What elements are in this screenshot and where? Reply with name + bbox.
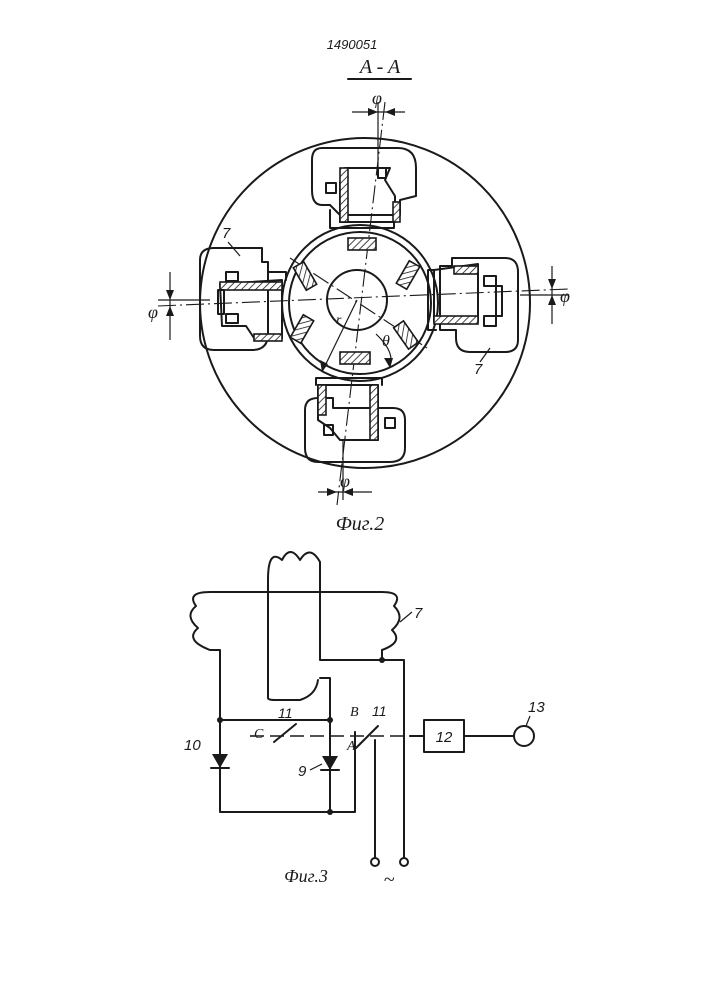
contact-11-label-left: 11 xyxy=(278,705,293,721)
figure-2: φ φ φ φ θ r 7 7 Фuг.2 xyxy=(148,88,570,535)
phi-label-bottom: φ xyxy=(340,471,350,491)
pole-left-neck xyxy=(268,272,286,280)
pole-bottom-hatch-right xyxy=(370,385,378,440)
coil-7-label: 7 xyxy=(414,605,423,622)
wire-right-diode xyxy=(330,720,355,812)
phi-label-top: φ xyxy=(372,88,382,108)
diode-10-label: 10 xyxy=(184,737,201,754)
pole-top-hatch-right xyxy=(393,202,400,222)
phi-label-left: φ xyxy=(148,302,158,322)
junction-top-right xyxy=(379,657,385,663)
pole-right-slot-side xyxy=(496,286,502,316)
section-label: A - A xyxy=(358,56,401,78)
pole-right-hatch-top xyxy=(454,266,478,274)
coil-top-winding xyxy=(268,552,320,590)
pole-bottom-slot-right xyxy=(385,418,395,428)
coil-7-leader xyxy=(400,612,412,622)
ring-insert-left-top xyxy=(293,262,316,291)
contact-c-label: C xyxy=(254,727,264,742)
pole-right-slot-top xyxy=(484,276,496,286)
diode-9-label: 9 xyxy=(298,763,307,780)
junction-left xyxy=(217,717,223,723)
wire-left-down xyxy=(210,650,330,720)
phi-label-right: φ xyxy=(560,286,570,306)
ring-insert-right-bottom xyxy=(394,321,419,349)
coil-right-winding xyxy=(382,592,400,650)
stator-housing xyxy=(200,138,530,468)
wire-right-to-supply xyxy=(382,660,404,858)
pole-right-slot-bottom xyxy=(484,316,496,326)
contact-b-label: B xyxy=(350,705,359,720)
ring-insert-top xyxy=(348,238,376,250)
figure-3: 12 13 ~ 7 11 11 C B A 10 9 Фuг.3 xyxy=(184,552,545,891)
contact-11-left xyxy=(274,724,296,742)
pole-left-hatch-top xyxy=(220,282,282,290)
ac-terminal-right xyxy=(400,858,408,866)
theta-label: θ xyxy=(382,333,390,350)
figure-3-caption: Фuг.3 xyxy=(284,866,328,886)
wire-coil-top-left-leg xyxy=(268,580,318,700)
coil-leader-right xyxy=(480,348,490,362)
wire-coil-top-right-leg xyxy=(320,590,382,660)
pole-top-hatch-left xyxy=(340,168,348,222)
coil-left-winding xyxy=(190,592,210,650)
pole-left-slot-bottom xyxy=(226,314,238,323)
junction-bottom xyxy=(327,809,333,815)
pole-right-hatch-bottom xyxy=(434,316,478,324)
contact-a-label: A xyxy=(346,739,356,754)
patent-number: 1490051 xyxy=(327,37,378,52)
pole-top-slot-left xyxy=(326,183,336,193)
pole-left-slot-top xyxy=(226,272,238,281)
lamp-13-leader xyxy=(526,716,530,726)
diode-10 xyxy=(212,754,228,768)
pole-bottom-hatch-left xyxy=(318,385,326,415)
ring-insert-bottom xyxy=(340,352,370,364)
ring-insert-right-top xyxy=(396,261,419,290)
ac-symbol: ~ xyxy=(384,869,395,891)
block-12-label: 12 xyxy=(436,729,453,746)
diode-9 xyxy=(322,756,338,770)
diode-9-leader xyxy=(310,764,322,770)
wire-right-junction xyxy=(320,678,330,720)
coil-label-left: 7 xyxy=(222,225,231,242)
indicator-lamp-13 xyxy=(514,726,534,746)
wire-left-diode xyxy=(220,720,330,812)
figure-2-caption: Фuг.2 xyxy=(336,513,385,535)
junction-mid xyxy=(327,717,333,723)
lamp-13-label: 13 xyxy=(528,699,545,716)
ac-terminal-left xyxy=(371,858,379,866)
radius-label: r xyxy=(336,313,342,328)
contact-11-label-right: 11 xyxy=(372,703,387,719)
pole-left-hatch-bottom xyxy=(254,334,282,341)
pole-top-slot-right xyxy=(378,168,386,178)
coil-label-right: 7 xyxy=(474,361,483,378)
